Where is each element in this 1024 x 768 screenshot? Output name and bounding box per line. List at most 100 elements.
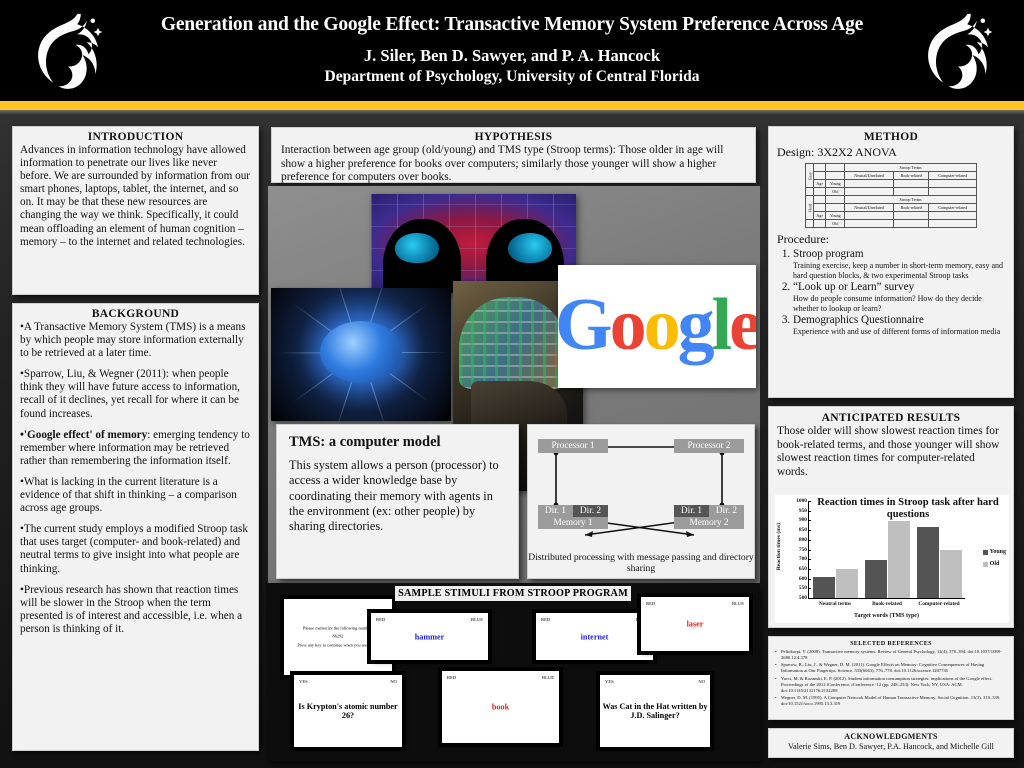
legend-swatch-icon [982,561,988,567]
anticipated-body: Those older will show slowest reaction t… [777,425,1000,479]
column-computer: Computer-related [928,171,977,180]
poster-header: Generation and the Google Effect: Transa… [0,0,1024,101]
blue-neural-brain-image [271,288,451,421]
age-factor-label: Age [812,211,827,220]
stroop-book-card: RED BLUE book [442,671,559,743]
chart-y-tick: 750 [799,547,811,553]
diagram-caption: Distributed processing with message pass… [528,551,754,574]
tms-model-heading: TMS: a computer model [289,434,441,450]
chart-bar-young [864,559,887,598]
google-effect-rest: : emerging tendency to remember where in… [20,428,250,467]
question-krypton-card: YES NO Is Krypton's atomic number 26? [294,675,402,747]
anticipated-heading: ANTICIPATED RESULTS [821,412,961,424]
stroop-laser-card: RED BLUE laser [641,597,749,651]
chart-title: Reaction times in Stroop task after hard… [817,497,999,521]
chart-x-tick: Book-related [872,601,902,607]
chart-y-axis-label: Reaction times (ms) [776,523,782,571]
directory-1-right: Dir. 1 [674,505,709,517]
processor-2-box: Processor 2 [674,439,744,453]
procedure-title: “Look up or Learn” survey [793,280,915,293]
memory-1-label: Memory 1 [553,518,593,528]
hypothesis-body: Interaction between age group (old/young… [281,144,724,184]
option-right: BLUE [542,675,554,680]
procedure-detail: How do people consume information? How d… [793,294,982,313]
option-right: NO [698,679,705,684]
procedure-detail: Training exercise, keep a number in shor… [793,261,1004,280]
memo-line-2: 86292 [332,633,344,639]
column-neutral: Neutral/Unrelated [844,203,894,212]
gold-accent-bar [0,101,1024,110]
google-logo-image: Google [558,265,756,388]
head-silhouette-left [383,219,461,293]
acknowledgments-body: Valerie Sims, Ben D. Sawyer, P.A. Hancoc… [788,742,994,751]
procedure-title: Stroop program [793,248,864,260]
option-left: YES [299,679,308,684]
stroop-terms-header: Stroop Terms [844,195,977,204]
table-row: Old [805,187,977,196]
anticipated-results-panel: ANTICIPATED RESULTS Those older will sho… [768,406,1014,628]
stimulus-question: Was Cat in the Hat written by J.D. Salin… [602,702,708,720]
poster-department: Department of Psychology, University of … [324,68,700,86]
chart-group: Book-related [861,501,913,607]
background-bullet: •Previous research has shown that reacti… [20,583,243,635]
tms-model-panel: TMS: a computer model This system allows… [276,424,519,579]
option-left: RED [646,601,656,606]
chart-y-tick: 850 [799,527,811,533]
memo-line-1: Please memorize the following number: [302,625,374,631]
acknowledgments-panel: ACKNOWLEDGMENTS Valerie Sims, Ben D. Saw… [768,728,1014,758]
gray-accent-bar [0,110,1024,114]
chart-x-tick: Neutral terms [818,601,852,607]
references-list: Peltokorpi, V. (2008). Transactive memor… [775,649,1007,707]
memory-block-1: Dir. 1 Dir. 2 Memory 1 [538,505,608,529]
chart-y-tick: 1000 [796,498,811,504]
method-heading: METHOD [863,131,919,143]
background-bullet-google-effect: •'Google effect' of memory: emerging ten… [20,429,251,468]
ucf-pegasus-logo-icon [928,13,993,89]
option-left: YES [605,679,614,684]
chart-bar-young [812,576,835,598]
legend-swatch-icon [982,549,988,555]
procedure-title: Demographics Questionnaire [793,313,924,326]
chart-legend-item: Young [982,549,1006,555]
procedure-list: Stroop program Training exercise, keep a… [793,248,1005,336]
background-bullet: •Sparrow, Liu, & Wegner (2011): when peo… [20,368,240,420]
chart-x-tick: Computer-related [918,601,960,607]
table-row: Age Young [806,211,977,220]
ucf-pegasus-logo-icon [38,13,103,89]
background-heading: BACKGROUND [91,308,180,320]
procedure-item: Stroop program Training exercise, keep a… [793,248,1005,280]
chart-bar-young [916,526,939,598]
difficulty-easy-label: Easy [805,163,814,188]
chart-y-tick: 650 [799,566,811,572]
method-design: Design: 3X2X2 ANOVA [777,145,897,159]
stimulus-question: Is Krypton's atomic number 26? [298,702,398,720]
column-book: Book-related [892,171,930,180]
table-row: Neutral/Unrelated Book-related Computer-… [806,171,977,180]
option-right: BLUE [732,601,744,606]
reference-item: Wegner, D. M. (1995). A Computer Network… [775,695,1007,707]
column-book: Book-related [892,203,930,212]
age-level-young: Young [825,211,846,220]
poster-authors: J. Siler, Ben D. Sawyer, and P. A. Hanco… [363,45,661,65]
directory-2-left: Dir. 2 [573,505,608,517]
table-row: Hard Stroop Terms [805,195,977,220]
directory-1-left: Dir. 1 [544,506,567,516]
processor-1-box: Processor 1 [538,439,608,453]
column-computer: Computer-related [928,203,977,212]
stimulus-word: hammer [414,632,445,641]
legend-label: Old [989,561,1000,567]
stimulus-word: book [491,702,510,712]
circuit-board-texture [459,297,567,389]
column-neutral: Neutral/Unrelated [844,171,894,180]
media-collage: Google [268,186,760,586]
background-bullet: •A Transactive Memory System (TMS) is a … [20,321,246,360]
introduction-panel: INTRODUCTION Advances in information tec… [12,126,259,295]
chart-y-tick: 550 [799,585,811,591]
chart-y-tick: 500 [799,595,811,601]
introduction-body: Advances in information technology have … [20,144,251,248]
stimuli-heading: SAMPLE STIMULI FROM STROOP PROGRAM [395,586,631,601]
memory-2-label: Memory 2 [689,518,729,528]
reference-item: Yacci, M. & Rozanski, E. P. (2012). Stud… [775,676,1007,694]
reference-item: Sparrow, B., Liu, J., & Wegner, D. M. (2… [775,662,1007,674]
